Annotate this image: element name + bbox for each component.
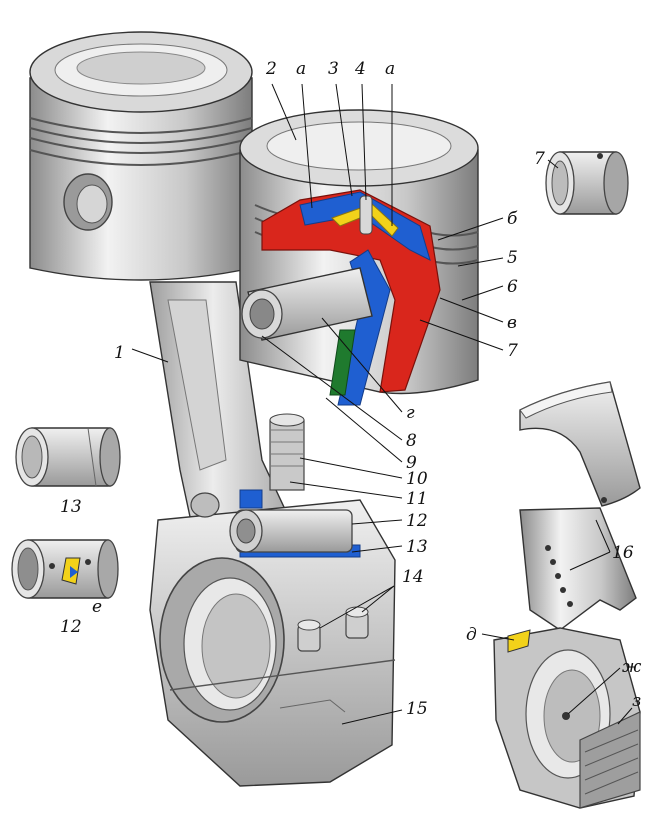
label-3: 3: [328, 59, 339, 79]
label-12-rod: 12: [406, 511, 428, 531]
rod-big-end: [149, 489, 396, 787]
label-10: 10: [406, 469, 428, 489]
label-12-left: 12: [60, 617, 82, 637]
section-red: [261, 189, 441, 393]
label-14: 14: [402, 567, 424, 587]
label-8: 8: [406, 431, 417, 451]
label-15: 15: [406, 699, 428, 719]
callout-labels: 1 2 а 3 4 а 7 б 5 6 в 7 г 8 9 10 11 12 1…: [60, 59, 642, 719]
label-4: 4: [354, 59, 366, 79]
label-d: д: [466, 625, 477, 645]
label-z: з: [632, 691, 641, 711]
bearing-shell-lower: [519, 507, 637, 631]
bearing-shell-upper: [519, 381, 641, 507]
bushing-7: [545, 151, 629, 215]
label-e: е: [92, 597, 102, 617]
label-b: б: [507, 209, 518, 229]
label-7-mid: 7: [507, 341, 518, 361]
piston-whole: [29, 31, 253, 281]
label-2: 2: [265, 59, 277, 79]
label-9: 9: [406, 453, 417, 473]
label-7-top: 7: [534, 149, 545, 169]
oil-bolt: [269, 413, 305, 491]
label-13-left: 13: [60, 497, 82, 517]
label-6: 6: [507, 277, 518, 297]
leader-lines: [131, 83, 633, 725]
label-13-rod: 13: [406, 537, 428, 557]
cap-bolts: [297, 606, 369, 652]
label-1: 1: [114, 343, 125, 363]
label-g: г: [406, 403, 415, 423]
bushing-12: [11, 539, 119, 599]
label-16: 16: [612, 543, 634, 563]
label-a-left: а: [296, 59, 306, 79]
bushing-13: [15, 427, 121, 487]
label-5: 5: [507, 248, 518, 268]
label-a-right: а: [385, 59, 395, 79]
bearing-cutaway: [493, 627, 641, 809]
connecting-rod-shank: [149, 281, 292, 541]
piston-cutaway: [239, 109, 479, 406]
label-11: 11: [406, 489, 428, 509]
label-v: в: [507, 313, 517, 333]
label-zh: ж: [622, 657, 642, 677]
small-end-pin: [229, 509, 353, 553]
